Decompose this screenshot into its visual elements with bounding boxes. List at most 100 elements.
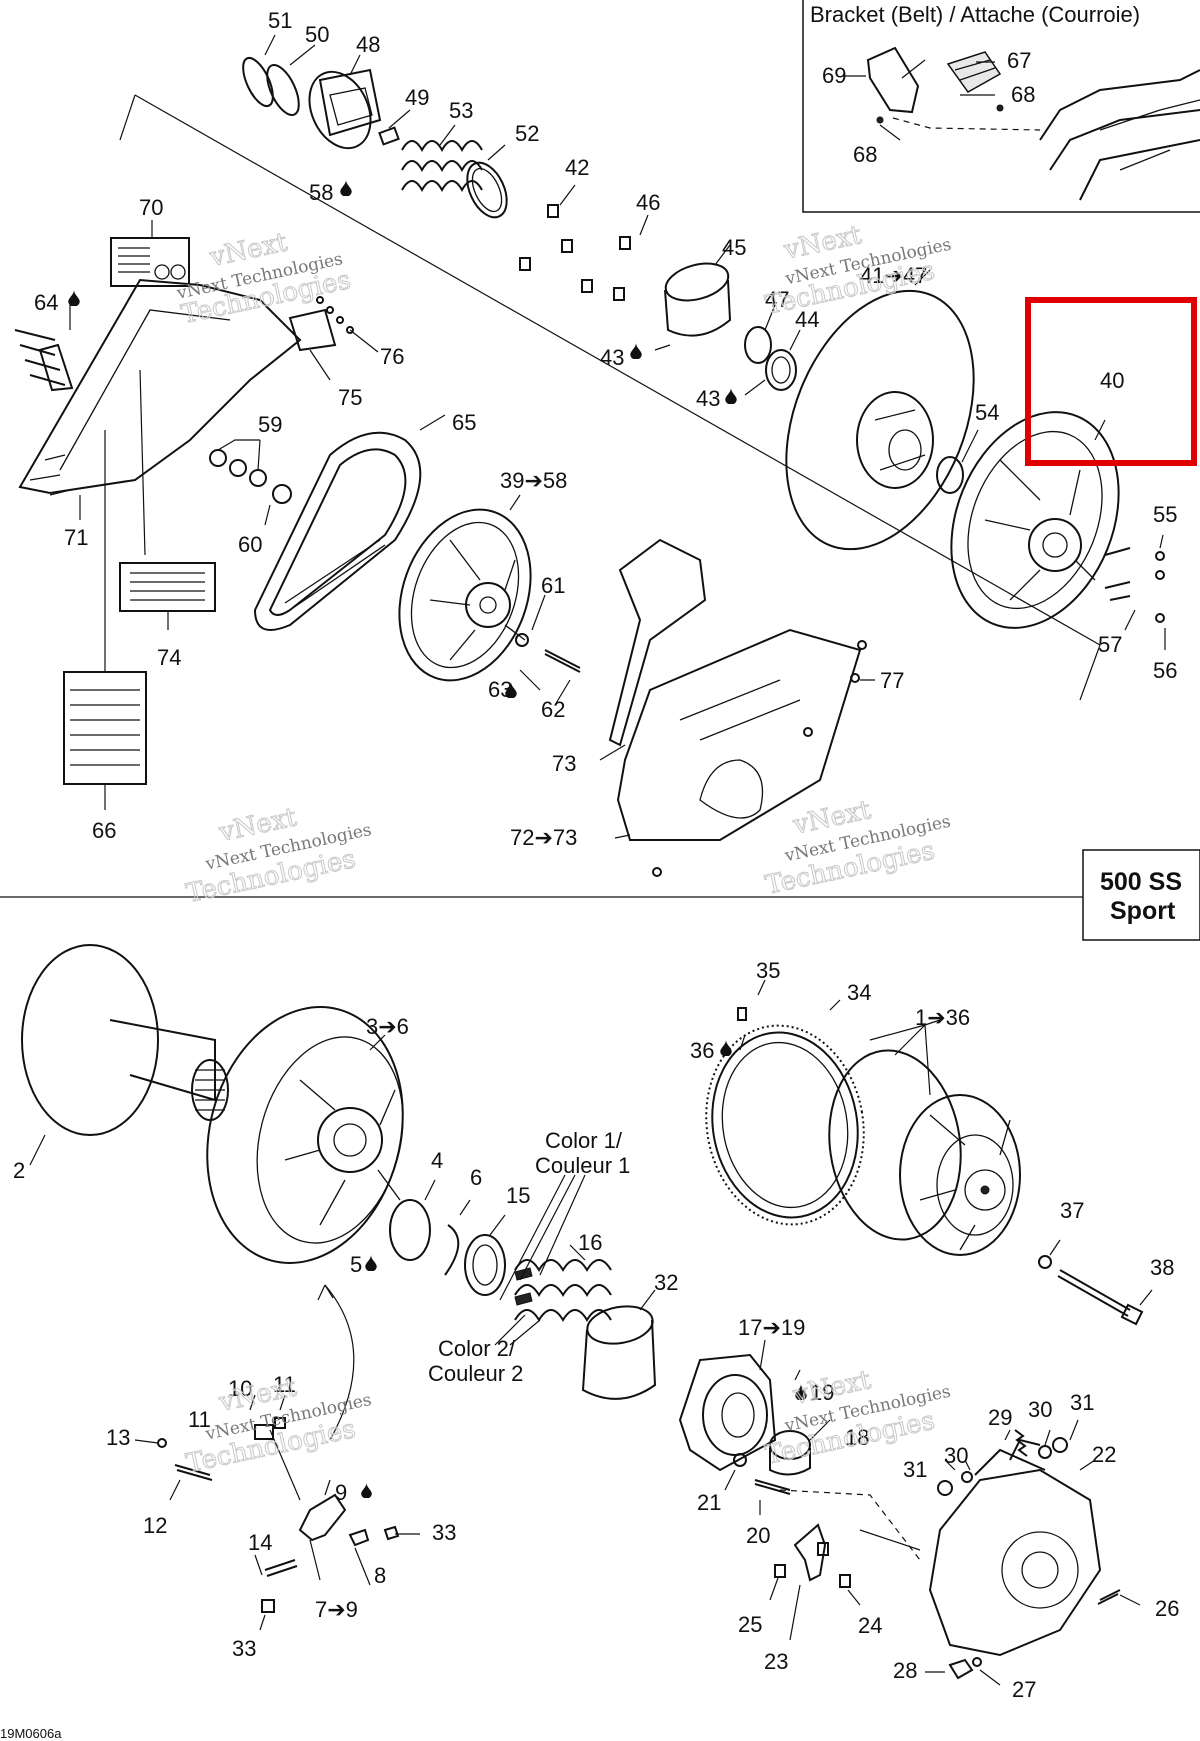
callout-43-a: 43	[600, 345, 624, 370]
callout-22: 22	[1092, 1442, 1116, 1467]
driven-fixed-sheave: 41➔47 54	[785, 263, 999, 551]
callout-18: 18	[845, 1425, 869, 1450]
callout-77: 77	[880, 668, 904, 693]
callout-56: 56	[1153, 658, 1177, 683]
callout-35: 35	[756, 958, 780, 983]
color1-line2: Couleur 1	[535, 1153, 630, 1178]
callout-44: 44	[795, 307, 819, 332]
callout-26: 26	[1155, 1596, 1179, 1621]
upper-frame-lines: 500 SS Sport	[0, 94, 1200, 941]
callout-55: 55	[1153, 502, 1177, 527]
callout-52: 52	[515, 121, 539, 146]
callout-19: 19	[810, 1380, 834, 1405]
callout-27: 27	[1012, 1677, 1036, 1702]
callout-36: 36	[690, 1038, 714, 1063]
watermarks: vNext vNext Technologies Technologies	[762, 220, 953, 322]
callout-65: 65	[452, 410, 476, 435]
callout-14: 14	[248, 1530, 272, 1555]
drive-pulley-assembly: 1➔36 37 38	[828, 1005, 1174, 1326]
callout-68-b: 68	[853, 142, 877, 167]
driven-pulley-assembly: 39➔58 61 63 62	[398, 468, 581, 722]
belt-cover: 77 73 72➔73	[510, 538, 904, 877]
callout-70: 70	[139, 195, 163, 220]
callout-63: 63	[488, 677, 512, 702]
belt-guard-group: 64 76 75 71	[14, 278, 404, 550]
screws-42-46: 42 46	[519, 155, 660, 301]
model-badge-line1: 500 SS	[1100, 868, 1182, 896]
callout-76: 76	[380, 344, 404, 369]
callout-29: 29	[988, 1405, 1012, 1430]
highlight-box	[1025, 297, 1197, 466]
callout-7-9: 7➔9	[315, 1597, 358, 1622]
callout-58: 58	[309, 180, 333, 205]
callout-12: 12	[143, 1513, 167, 1538]
callout-17-19: 17➔19	[738, 1315, 805, 1340]
callout-5: 5	[350, 1252, 362, 1277]
lever-assembly: 13 12 10 11 11 14 9 8 7➔9 33 33	[106, 1372, 456, 1661]
callout-67: 67	[1007, 48, 1031, 73]
callout-34: 34	[847, 980, 871, 1005]
callout-11-b: 11	[188, 1407, 211, 1432]
callout-1-36: 1➔36	[915, 1005, 970, 1030]
callout-30-a: 30	[1028, 1397, 1052, 1422]
model-badge-line2: Sport	[1110, 897, 1176, 925]
callout-38: 38	[1150, 1255, 1174, 1280]
callout-30-b: 30	[944, 1443, 968, 1468]
callout-16: 16	[578, 1230, 602, 1255]
callout-72-73: 72➔73	[510, 825, 577, 850]
callout-45: 45	[722, 235, 746, 260]
callout-9: 9	[335, 1480, 347, 1505]
callout-71: 71	[64, 525, 88, 550]
callout-15: 15	[506, 1183, 530, 1208]
callout-6: 6	[470, 1165, 482, 1190]
drive-movable-sheave: 3➔6	[206, 1006, 409, 1441]
spider-17-19: 17➔19 19 18 21 20	[678, 1315, 869, 1548]
callout-20: 20	[746, 1523, 770, 1548]
callout-74: 74	[157, 645, 181, 670]
callout-73: 73	[552, 751, 576, 776]
watermarks: vNext vNext Technologies Technologies	[762, 795, 952, 902]
callout-54: 54	[975, 400, 999, 425]
callout-42: 42	[565, 155, 589, 180]
cam-arm-assembly: 29 30 31 22 30 31 26 28 27	[893, 1390, 1179, 1702]
callout-46: 46	[636, 190, 660, 215]
callout-68-a: 68	[1011, 82, 1035, 107]
watermarks: vNext vNext Technologies Technologies	[183, 802, 373, 910]
color2-line2: Couleur 2	[428, 1361, 523, 1386]
callout-41-47: 41➔47	[860, 263, 927, 288]
driven-movable-sheave: 40 55 57 56	[950, 368, 1177, 683]
callout-47: 47	[765, 287, 789, 312]
callout-11-a: 11	[273, 1372, 296, 1397]
callout-48: 48	[356, 32, 380, 57]
callout-37: 37	[1060, 1198, 1084, 1223]
drive-belt: 65	[253, 410, 476, 631]
callout-64: 64	[34, 290, 58, 315]
callout-62: 62	[541, 697, 565, 722]
callout-39-58: 39➔58	[500, 468, 567, 493]
callout-28: 28	[893, 1658, 917, 1683]
callout-3-6: 3➔6	[366, 1014, 409, 1039]
driven-pulley-cam-group: 51 50 48 49 53 52 58	[242, 8, 539, 219]
callout-53: 53	[449, 98, 473, 123]
callout-57: 57	[1098, 632, 1122, 657]
callout-50: 50	[305, 22, 329, 47]
callout-75: 75	[338, 385, 362, 410]
cam-arm-screws: 25 24 23	[738, 1489, 921, 1674]
callout-23: 23	[764, 1649, 788, 1674]
callout-61: 61	[541, 573, 565, 598]
callout-51: 51	[268, 8, 292, 33]
drive-fixed-sheave: 2	[13, 944, 229, 1183]
callout-13: 13	[106, 1425, 130, 1450]
bushing-32: 32	[581, 1270, 678, 1400]
color2-line1: Color 2/	[438, 1336, 516, 1361]
inset-title: Bracket (Belt) / Attache (Courroie)	[810, 2, 1140, 27]
callout-31-a: 31	[1070, 1390, 1094, 1415]
callout-43-b: 43	[696, 386, 720, 411]
bracket-inset: Bracket (Belt) / Attache (Courroie) 69 6…	[802, 0, 1200, 213]
callout-60: 60	[238, 532, 262, 557]
watermarks: vNext vNext Technologies Technologies	[762, 1365, 952, 1472]
decals: 70 74 66	[63, 195, 216, 843]
ring-gear-group: 35 34 36	[690, 958, 871, 1226]
callout-32: 32	[654, 1270, 678, 1295]
